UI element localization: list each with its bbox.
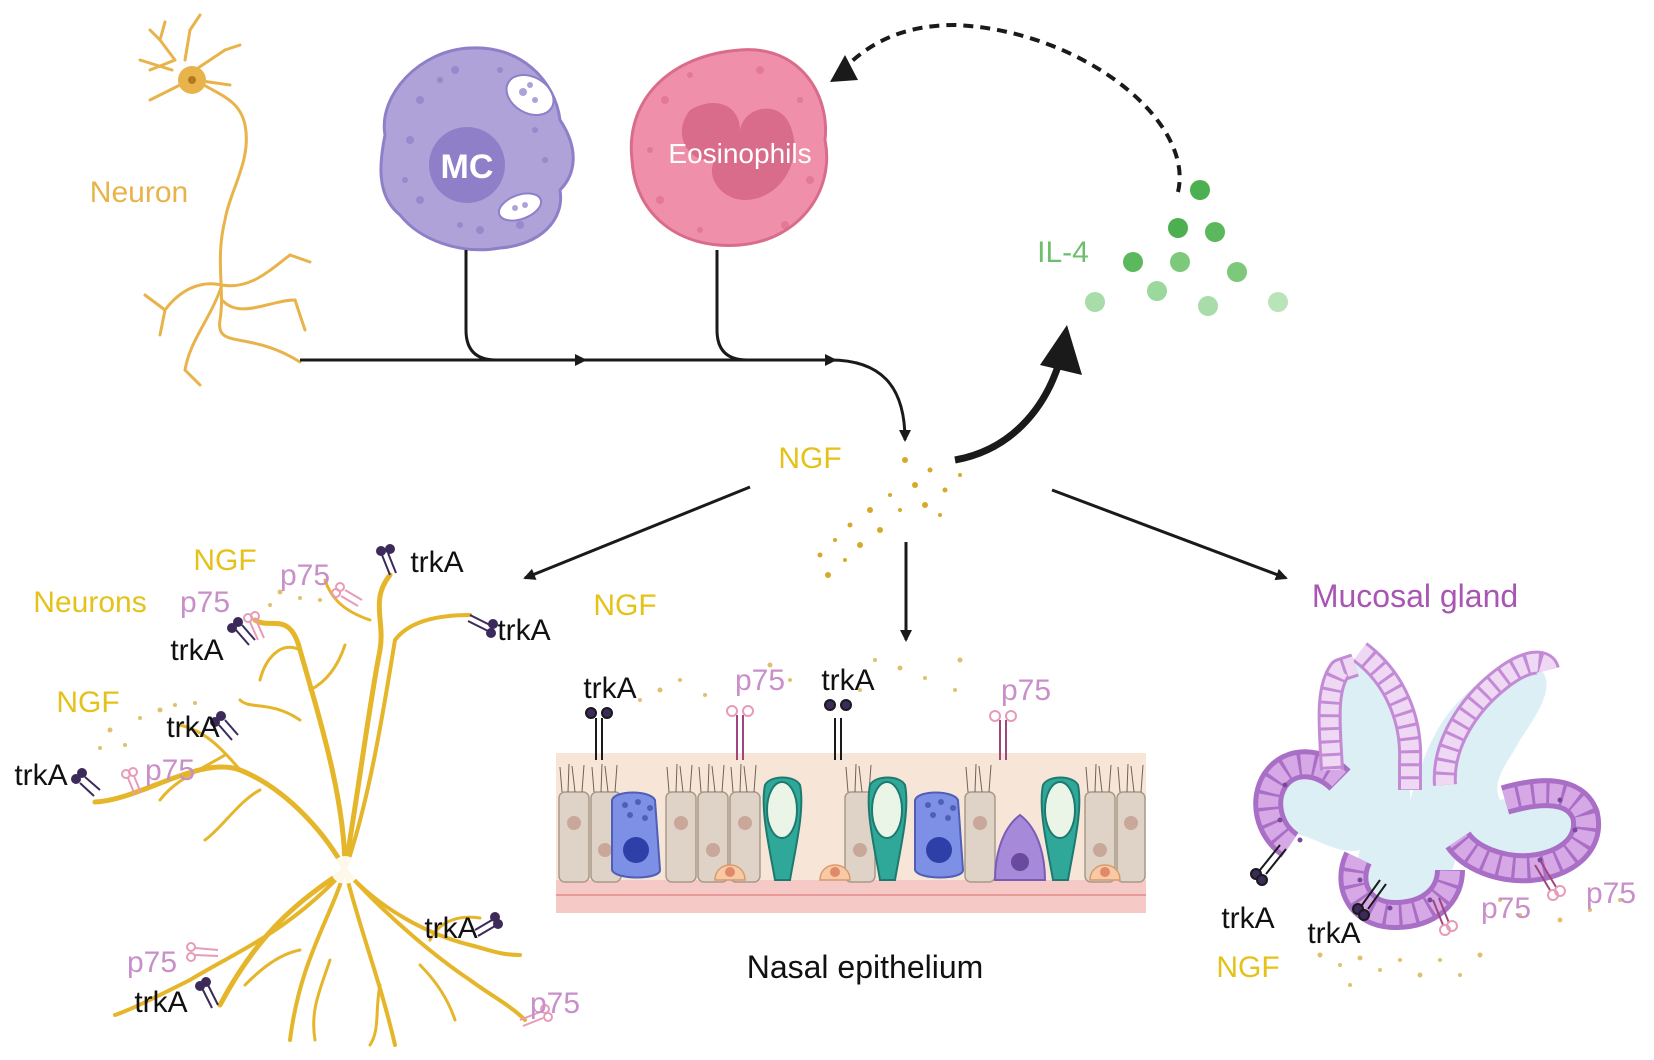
neuron-trka-receptors: [71, 544, 503, 1009]
feedback-arrowhead: [830, 55, 858, 82]
neurons-p75-label-1: p75: [280, 559, 330, 592]
neurons-ngf-label-2: NGF: [56, 686, 119, 719]
neurons-ngf-label-3: NGF: [593, 589, 656, 622]
neurons-trka-label-3: trkA: [170, 634, 223, 667]
mast-cell: [379, 46, 575, 252]
gland-label: Mucosal gland: [1312, 578, 1518, 614]
neurons-ngf-label-1: NGF: [193, 544, 256, 577]
epithelium-p75-label-2: p75: [1001, 674, 1051, 707]
mucosal-gland: [1253, 642, 1602, 930]
epithelium-p75-label-1: p75: [735, 664, 785, 697]
neuron-label: Neuron: [90, 176, 188, 209]
target-arrows: [523, 485, 1288, 642]
feedback-dashed-arrow: [836, 22, 1182, 193]
epithelium-p75-receptors: [726, 705, 1017, 760]
neuron-soma-glow: [331, 856, 359, 884]
epithelium-trka-receptors: [585, 699, 852, 760]
epithelium-label: Nasal epithelium: [747, 949, 984, 985]
gland-p75-label-1: p75: [1481, 892, 1531, 925]
neurons-p75-label-4: p75: [127, 946, 177, 979]
ngf-particles-gland: [1317, 898, 1622, 987]
gland-trka-label-2: trkA: [1307, 917, 1360, 950]
neurons-trka-label-2: trkA: [497, 614, 550, 647]
gland-p75-receptors: [1432, 861, 1566, 936]
neurons-p75-label-5: p75: [530, 987, 580, 1020]
neuron-nucleus: [188, 76, 196, 84]
ngf-central-label: NGF: [778, 442, 841, 475]
ngf-particles-neurons: [98, 589, 322, 750]
gland-p75-label-2: p75: [1586, 877, 1636, 910]
merge-arrows: [300, 250, 911, 442]
neuron-p75-receptors: [121, 582, 553, 1027]
neurons-trka-label-6: trkA: [424, 912, 477, 945]
il4-induction-arrowhead: [1040, 325, 1082, 375]
neurons-p75-label-3: p75: [145, 754, 195, 787]
eosinophil-label: Eosinophils: [668, 138, 811, 169]
gland-trka-label-1: trkA: [1221, 902, 1274, 935]
il4-induction-arrow: [954, 358, 1064, 464]
neurons-trka-label-7: trkA: [134, 986, 187, 1019]
il4-label: IL-4: [1037, 236, 1089, 269]
ngf-particles-central: [817, 457, 962, 578]
neurons-label: Neurons: [33, 586, 146, 619]
target-neurons-tree: [92, 572, 527, 1047]
gland-ngf-label: NGF: [1216, 951, 1279, 984]
gland-trka-receptors: [1250, 844, 1387, 921]
eosinophil: [629, 48, 829, 247]
il4-molecules: [1085, 180, 1288, 316]
ngf-particles-epithelium: [638, 657, 963, 702]
neurons-trka-label-5: trkA: [14, 759, 67, 792]
nasal-epithelium: [556, 753, 1146, 913]
neurons-trka-label-4: trkA: [166, 711, 219, 744]
epithelium-trka-label-2: trkA: [821, 664, 874, 697]
epithelium-trka-label-1: trkA: [583, 672, 636, 705]
mast-cell-label: MC: [441, 148, 494, 186]
neurons-p75-label-2: p75: [180, 586, 230, 619]
top-neuron: [138, 13, 312, 387]
neurons-trka-label-1: trkA: [410, 546, 463, 579]
